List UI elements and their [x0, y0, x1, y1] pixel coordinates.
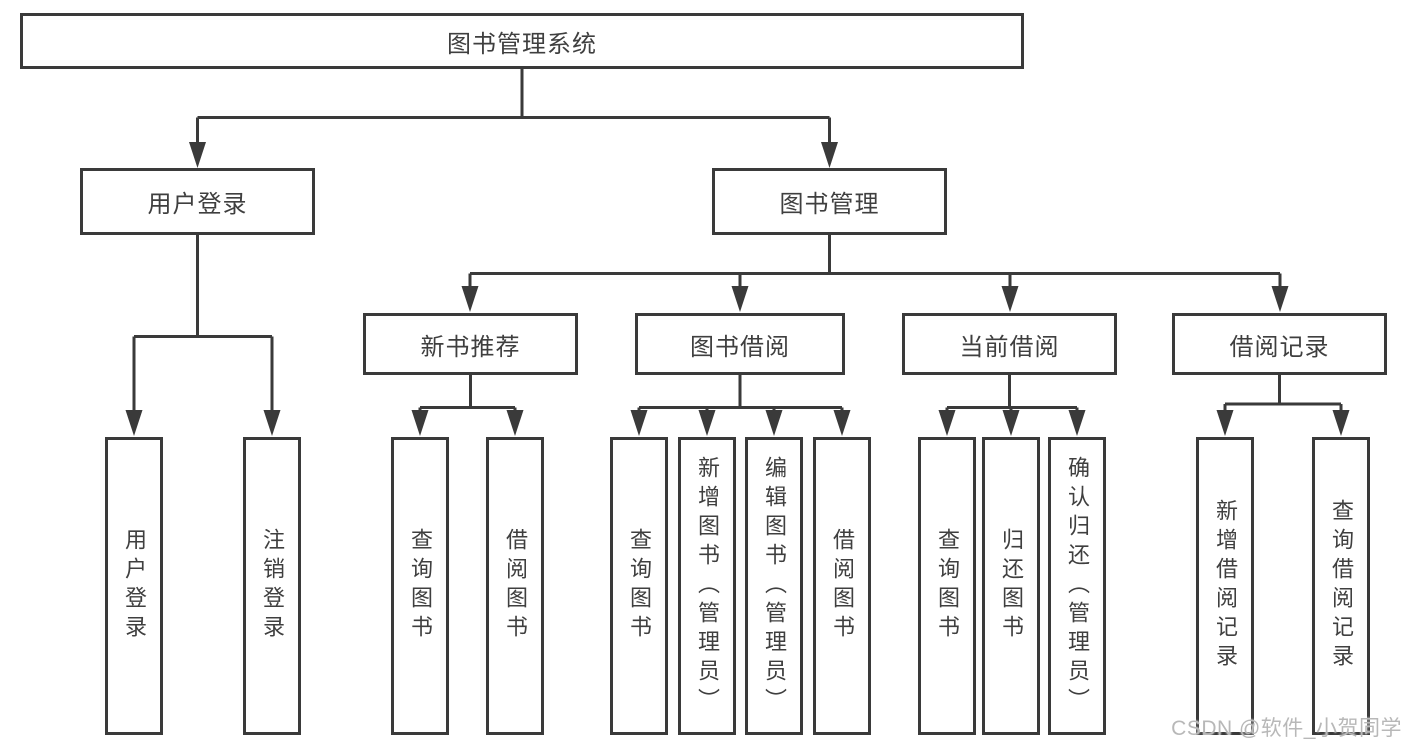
node-leaf-user-login: 用户登录 — [105, 437, 163, 735]
node-user-login: 用户登录 — [80, 168, 315, 235]
node-leaf-bb-query-book-label: 查询图书 — [627, 528, 652, 644]
node-user-login-label: 用户登录 — [147, 191, 248, 218]
node-leaf-nbr-borrow-book: 借阅图书 — [486, 437, 544, 735]
node-leaf-cb-query-book-label: 查询图书 — [935, 528, 960, 644]
node-leaf-user-login-label: 用户登录 — [122, 528, 147, 644]
node-leaf-cb-return-book: 归还图书 — [982, 437, 1040, 735]
node-leaf-cb-query-book: 查询图书 — [918, 437, 976, 735]
node-leaf-bb-add-book-admin: 新增图书（管理员） — [678, 437, 736, 735]
node-borrow-record: 借阅记录 — [1172, 313, 1387, 375]
node-new-book-recommend-label: 新书推荐 — [420, 333, 521, 361]
node-leaf-br-query-record-label: 查询借阅记录 — [1329, 499, 1354, 673]
node-leaf-bb-edit-book-admin: 编辑图书（管理员） — [745, 437, 803, 735]
arrowheads — [125, 142, 1350, 436]
node-root: 图书管理系统 — [20, 13, 1024, 69]
node-borrow-record-label: 借阅记录 — [1229, 333, 1330, 361]
node-leaf-cb-confirm-return-admin-label: 确认归还（管理员） — [1065, 455, 1090, 717]
watermark: CSDN @软件_小贺同学 — [1171, 717, 1402, 740]
node-book-management-label: 图书管理 — [779, 191, 880, 218]
node-leaf-nbr-borrow-book-label: 借阅图书 — [503, 528, 528, 644]
node-leaf-br-add-record-label: 新增借阅记录 — [1213, 499, 1238, 673]
node-leaf-bb-edit-book-admin-label: 编辑图书（管理员） — [762, 455, 787, 717]
node-current-borrow-label: 当前借阅 — [959, 333, 1060, 361]
node-book-management: 图书管理 — [712, 168, 947, 235]
node-new-book-recommend: 新书推荐 — [363, 313, 578, 375]
node-book-borrow: 图书借阅 — [635, 313, 845, 375]
node-leaf-bb-borrow-book-label: 借阅图书 — [830, 528, 855, 644]
node-leaf-logout: 注销登录 — [243, 437, 301, 735]
node-leaf-bb-borrow-book: 借阅图书 — [813, 437, 871, 735]
node-leaf-cb-confirm-return-admin: 确认归还（管理员） — [1048, 437, 1106, 735]
node-leaf-br-query-record: 查询借阅记录 — [1312, 437, 1370, 735]
node-leaf-br-add-record: 新增借阅记录 — [1196, 437, 1254, 735]
node-leaf-bb-query-book: 查询图书 — [610, 437, 668, 735]
node-current-borrow: 当前借阅 — [902, 313, 1117, 375]
node-leaf-nbr-query-book-label: 查询图书 — [408, 528, 433, 644]
node-root-label: 图书管理系统 — [447, 30, 597, 58]
node-leaf-logout-label: 注销登录 — [260, 528, 285, 644]
node-leaf-bb-add-book-admin-label: 新增图书（管理员） — [695, 455, 720, 717]
node-book-borrow-label: 图书借阅 — [690, 333, 790, 361]
node-leaf-cb-return-book-label: 归还图书 — [999, 528, 1024, 644]
node-leaf-nbr-query-book: 查询图书 — [391, 437, 449, 735]
